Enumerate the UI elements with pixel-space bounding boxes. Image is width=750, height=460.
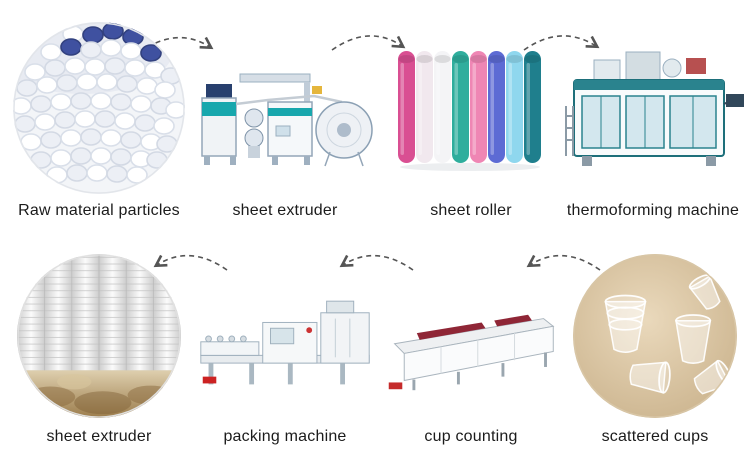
process-step-sheet-roller: sheet roller [378, 22, 564, 220]
plastic-pellets [13, 22, 185, 184]
raw-material-photo-frame [6, 22, 192, 194]
process-step-raw-material: Raw material particles [6, 22, 192, 220]
cup-counting-frame [378, 252, 564, 420]
process-step-cup-counting: cup counting [378, 252, 564, 446]
sheet-roller-rolls-image [398, 51, 541, 171]
raw-material-particles-photo [13, 22, 185, 194]
step-label: Raw material particles [18, 202, 180, 219]
thermoforming-frame [560, 22, 746, 194]
process-step-packing-machine: packing machine [192, 252, 378, 446]
thermoforming-machine-image [565, 51, 744, 166]
packing-machine-image [200, 300, 370, 385]
sheet-extruder-frame [192, 22, 378, 194]
plastic-sheet-rolls [398, 51, 541, 163]
step-label: cup counting [424, 428, 518, 445]
process-step-scattered-cups: scattered cups [562, 252, 748, 446]
plastic-cups [604, 274, 733, 395]
step-label: thermoforming machine [566, 202, 740, 219]
brand-logo-mark [388, 382, 403, 390]
control-monitor [726, 94, 744, 107]
cup-stacks [17, 254, 181, 375]
process-step-sheet-extruder: sheet extruder [192, 22, 378, 220]
step-label: scattered cups [601, 428, 709, 445]
brand-logo-mark [202, 376, 217, 384]
step-label: sheet roller [430, 202, 512, 219]
sheet-extruder-machine-image [201, 73, 373, 167]
scattered-cups-frame [562, 252, 748, 420]
scattered-cups-photo [573, 254, 737, 418]
stacked-sheets-photo [17, 254, 181, 418]
process-step-sheet-extruder-2: sheet extruder [6, 252, 192, 446]
step-label: packing machine [223, 428, 347, 445]
step-label: sheet extruder [232, 202, 338, 219]
sheet-roller-frame [378, 22, 564, 194]
cup-counting-machine-image [388, 314, 555, 391]
stacked-sheets-frame [6, 252, 192, 420]
step-label: sheet extruder [46, 428, 152, 445]
process-step-thermoforming: thermoforming machine [560, 22, 746, 220]
packing-machine-frame [192, 252, 378, 420]
access-ladder [565, 106, 574, 156]
